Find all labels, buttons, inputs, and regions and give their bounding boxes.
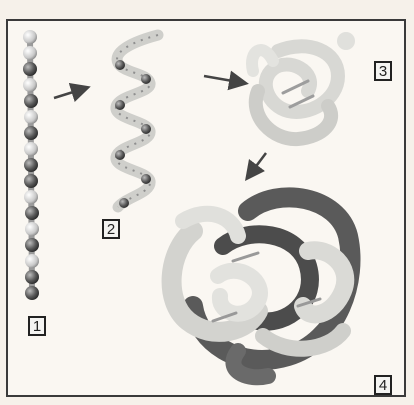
quaternary-complex bbox=[172, 197, 351, 377]
helix bbox=[115, 35, 158, 208]
diagram-frame: 1 2 3 4 bbox=[6, 19, 406, 397]
arrow-3-to-4 bbox=[248, 153, 266, 177]
arrow-2-to-3 bbox=[204, 76, 244, 83]
arrow-1-to-2 bbox=[54, 88, 86, 98]
label-2: 2 bbox=[102, 219, 120, 239]
label-3: 3 bbox=[374, 61, 392, 81]
protein-structure-diagram bbox=[8, 21, 404, 395]
label-4: 4 bbox=[374, 375, 392, 395]
tertiary-fold bbox=[252, 32, 355, 139]
label-1: 1 bbox=[28, 316, 46, 336]
primary-chain bbox=[23, 30, 39, 300]
